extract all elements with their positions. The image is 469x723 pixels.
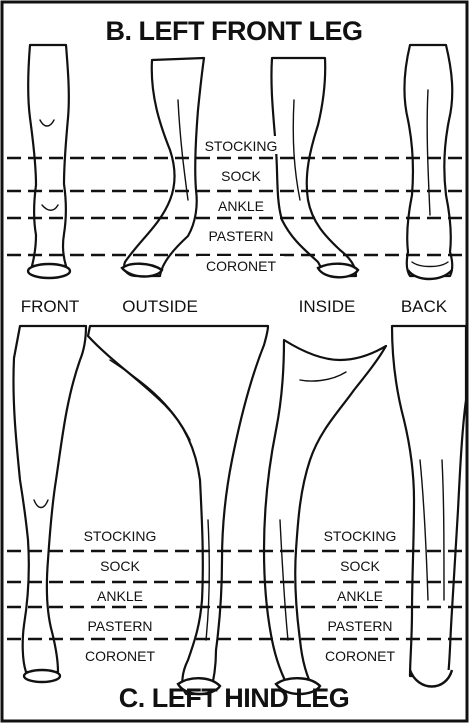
view-label-front: FRONT — [21, 297, 80, 316]
hind-left-zone-coronet: CORONET — [85, 648, 155, 664]
hind-right-zone-coronet: CORONET — [325, 648, 395, 664]
hind-leg-back-view — [392, 326, 466, 687]
hind-right-zone-ankle: ANKLE — [337, 588, 383, 604]
hind-zone-labels-right: STOCKING SOCK ANKLE PASTERN CORONET — [316, 526, 404, 664]
front-leg-outside-view — [122, 58, 204, 277]
front-leg-inside-view — [271, 58, 358, 277]
view-label-inside: INSIDE — [299, 297, 356, 316]
view-label-outside: OUTSIDE — [122, 297, 198, 316]
hind-left-zone-ankle: ANKLE — [97, 588, 143, 604]
hind-left-zone-sock: SOCK — [100, 558, 140, 574]
front-leg-front-view — [28, 45, 70, 278]
hind-right-zone-stocking: STOCKING — [324, 528, 397, 544]
front-leg-title: B. LEFT FRONT LEG — [106, 16, 363, 46]
front-leg-back-view — [404, 45, 452, 279]
front-zone-coronet: CORONET — [206, 258, 276, 274]
hind-left-zone-stocking: STOCKING — [84, 528, 157, 544]
front-zone-pastern: PASTERN — [208, 228, 273, 244]
view-labels: FRONT OUTSIDE INSIDE BACK — [21, 297, 448, 316]
hind-leg-front-view — [13, 326, 86, 682]
hind-leg-inside-view — [264, 340, 386, 694]
hind-leg-title: C. LEFT HIND LEG — [119, 683, 350, 713]
front-zone-stocking: STOCKING — [205, 138, 278, 154]
hind-zone-labels-left: STOCKING SOCK ANKLE PASTERN CORONET — [76, 526, 164, 664]
hind-left-zone-pastern: PASTERN — [87, 618, 152, 634]
front-zone-ankle: ANKLE — [218, 198, 264, 214]
view-label-back: BACK — [401, 297, 448, 316]
front-zone-sock: SOCK — [221, 168, 261, 184]
hind-right-zone-sock: SOCK — [340, 558, 380, 574]
hind-right-zone-pastern: PASTERN — [327, 618, 392, 634]
